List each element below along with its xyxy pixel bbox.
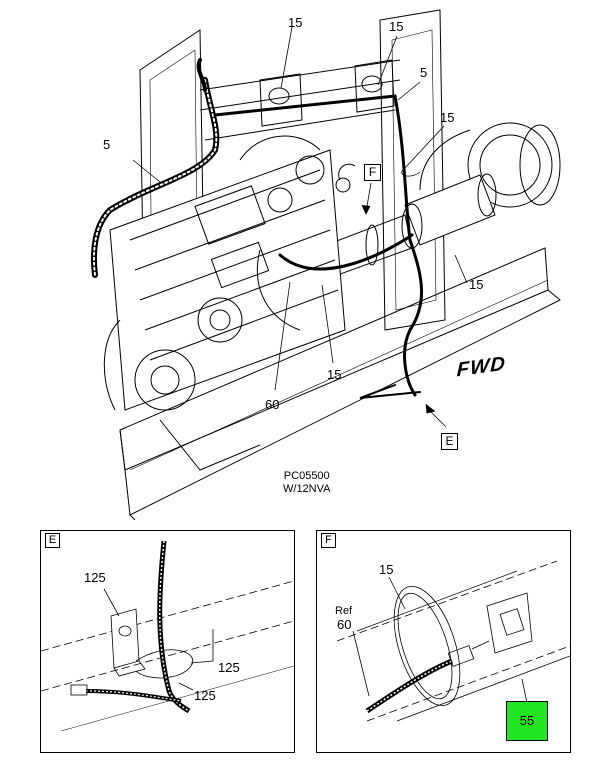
view-marker-e[interactable]: E [441, 433, 458, 450]
callout-5: 5 [420, 65, 428, 80]
detail-view-e: E 125 125 125 [40, 530, 295, 753]
callout-60: 60 [265, 397, 280, 412]
callout-55-highlight[interactable]: 55 [506, 701, 548, 741]
callout-125: 125 [194, 688, 216, 703]
detail-tag-f: F [321, 533, 336, 548]
callout-60: 60 [337, 617, 352, 632]
reference-label: Ref [335, 605, 353, 617]
callout-125: 125 [84, 570, 106, 585]
detail-tag-e: E [45, 533, 60, 548]
engine-illustration [90, 9, 561, 520]
view-marker-f[interactable]: F [364, 164, 381, 181]
detail-f-illustration [336, 560, 570, 722]
callout-15: 15 [440, 110, 455, 125]
callout-15: 15 [288, 15, 303, 30]
callout-15: 15 [469, 277, 484, 292]
detail-e-illustration [41, 540, 294, 732]
callout-15: 15 [379, 562, 394, 577]
main-assembly-view: 15 15 5 15 5 15 15 60 F E FWD PC05500 W/… [90, 9, 561, 520]
callout-125: 125 [218, 660, 240, 675]
part-code: PC05500 [283, 470, 330, 482]
callout-5: 5 [103, 137, 111, 152]
part-code-caption: PC05500 W/12NVA [283, 470, 330, 496]
callout-15: 15 [389, 19, 404, 34]
variant-code: W/12NVA [283, 483, 331, 495]
callout-15: 15 [327, 367, 342, 382]
